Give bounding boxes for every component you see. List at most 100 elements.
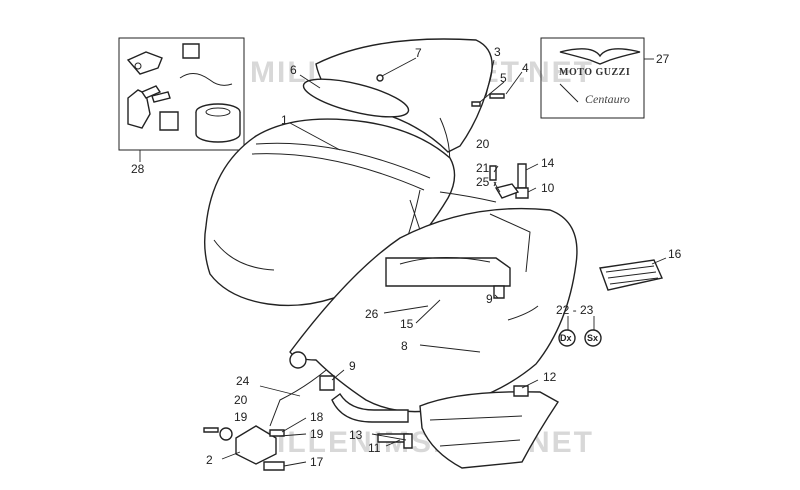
- lock-kit-frame: [118, 37, 245, 151]
- callout-9b: 9: [349, 359, 356, 373]
- tray-liner: [399, 257, 491, 265]
- switch-hole: [134, 62, 142, 70]
- bracket-washer: [219, 427, 233, 441]
- callout-7: 7: [415, 46, 422, 60]
- washer-5: [471, 101, 481, 107]
- cable-clip-25: [494, 183, 520, 199]
- bolt-14: [517, 163, 527, 189]
- lead-7: [381, 57, 417, 77]
- callout-17: 17: [310, 455, 324, 469]
- callout-5: 5: [500, 71, 507, 85]
- fairing-ridge: [489, 213, 531, 273]
- rail-frame: [419, 391, 560, 469]
- key-b: [151, 91, 171, 103]
- spacer-10: [515, 187, 529, 199]
- lock-kit-inset: [118, 37, 245, 151]
- lead-19b: [279, 433, 307, 437]
- callout-11: 11: [368, 441, 381, 455]
- lock-cylinder: [182, 43, 200, 59]
- bracket-pin: [269, 429, 285, 437]
- lead-1: [289, 122, 341, 151]
- badge-dx-label: Dx: [560, 333, 572, 343]
- callout-1: 1: [281, 113, 288, 127]
- callout-8: 8: [401, 339, 408, 353]
- script-decal: Centauro: [585, 92, 630, 106]
- lead-4: [505, 71, 523, 95]
- fairing-shell: [289, 207, 578, 413]
- rail-bar-a: [429, 415, 523, 421]
- eagle-logo: [559, 48, 641, 65]
- callout-20b: 20: [476, 137, 490, 151]
- callout-19a: 19: [234, 410, 248, 424]
- lead-25: [493, 181, 501, 193]
- ignition-switch: [126, 51, 163, 75]
- lead-11: [385, 439, 401, 447]
- callout-12: 12: [543, 370, 557, 384]
- seat-lock: [159, 111, 179, 131]
- fairing-grommet: [289, 351, 307, 369]
- rail-bar-b: [439, 439, 521, 447]
- seat-side-edge: [213, 239, 275, 271]
- lead-9b: [331, 369, 345, 381]
- spacer-13: [403, 433, 413, 449]
- callout-22-23: 22 - 23: [556, 303, 594, 317]
- stripe-decal: [559, 83, 579, 103]
- callout-16: 16: [668, 247, 682, 261]
- badge-sx-label: Sx: [587, 333, 598, 343]
- fairing-emblem-mark: [507, 305, 539, 321]
- lead-20b: [493, 165, 499, 173]
- lock-cable: [179, 73, 233, 86]
- callout-25: 25: [476, 175, 490, 189]
- lead-3: [485, 59, 495, 97]
- grab-rail: [331, 385, 560, 469]
- callout-13: 13: [349, 428, 363, 442]
- lead-14: [525, 163, 539, 171]
- callout-6: 6: [290, 63, 297, 77]
- badge-dx: [558, 329, 576, 347]
- screw-20: [489, 165, 497, 181]
- callout-24: 24: [236, 374, 250, 388]
- logo-text: MOTO GUZZI: [559, 67, 630, 78]
- lead-26: [383, 305, 429, 314]
- screw-7: [376, 74, 384, 82]
- callout-10: 10: [541, 181, 555, 195]
- buffer-lower: [319, 375, 335, 391]
- screw-4: [489, 93, 505, 99]
- lock-bracket-assembly: [203, 425, 285, 471]
- lead-15: [415, 299, 441, 324]
- bracket-screw-20: [203, 427, 219, 433]
- callout-26: 26: [365, 307, 379, 321]
- lead-10: [527, 187, 537, 193]
- lead-24: [259, 385, 301, 397]
- fuel-cap-body: [195, 112, 241, 143]
- seat-seam-rear: [251, 153, 425, 191]
- fairing-tray: [385, 257, 511, 287]
- callout-9a: 9: [486, 292, 493, 306]
- callout-14: 14: [541, 156, 555, 170]
- seat-strap: [409, 199, 421, 231]
- callout-15: 15: [400, 317, 414, 331]
- lead-12: [521, 379, 539, 389]
- side-cover-ribs: [605, 265, 659, 285]
- cowl-pad: [302, 78, 410, 118]
- rail-bracket: [513, 385, 529, 397]
- lead-5: [479, 81, 505, 103]
- emblem-frame: [540, 37, 645, 119]
- lead-8: [419, 344, 481, 353]
- fuel-cap-inner: [205, 107, 231, 117]
- lead-2: [221, 451, 241, 460]
- bracket-bolt-17: [263, 461, 285, 471]
- rail-arm: [331, 392, 409, 423]
- lead-9a: [494, 294, 499, 299]
- callout-19b: 19: [310, 427, 324, 441]
- cable-upper: [439, 191, 497, 203]
- callout-4: 4: [522, 61, 529, 75]
- callout-numbers: 1 2 3 4 5 6 7 8 9 9 10 11 12 13 14 15 16…: [206, 45, 682, 469]
- callout-28: 28: [131, 162, 145, 176]
- watermark-bottom: MILLENIMSHEET.NET: [250, 426, 594, 459]
- tail-fairing: [289, 207, 578, 413]
- callout-3: 3: [494, 45, 501, 59]
- leader-lines: [221, 57, 667, 467]
- lead-16: [651, 257, 667, 265]
